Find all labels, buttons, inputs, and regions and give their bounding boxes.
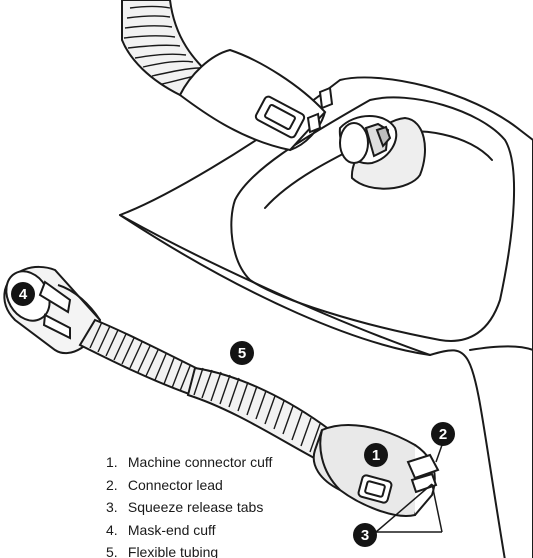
svg-text:2: 2 (439, 426, 447, 443)
machine-outlet-port (338, 115, 426, 190)
callout-badge-1: 1 (364, 443, 388, 467)
svg-text:5: 5 (238, 345, 246, 362)
svg-text:4: 4 (19, 286, 28, 303)
svg-text:1: 1 (372, 447, 380, 464)
callout-leader-lines (375, 444, 443, 533)
legend-item: 2. Connector lead (106, 474, 272, 497)
callout-badge-5: 5 (230, 341, 254, 365)
legend-item-number: 3. (106, 499, 118, 516)
legend-item: 4. Mask-end cuff (106, 519, 272, 542)
parts-legend: 1. Machine connector cuff 2. Connector l… (106, 451, 272, 558)
legend-item-number: 4. (106, 521, 118, 538)
svg-text:3: 3 (361, 527, 369, 544)
legend-item: 1. Machine connector cuff (106, 451, 272, 474)
connector-lead (406, 453, 440, 494)
legend-item-number: 1. (106, 454, 118, 470)
legend-item-text: Machine connector cuff (127, 454, 273, 470)
callout-badge-4: 4 (11, 282, 35, 306)
legend-item-text: Mask-end cuff (127, 521, 216, 538)
legend-item-number: 5. (106, 544, 118, 558)
legend-item-text: Connector lead (127, 476, 223, 493)
flexible-tubing-segment-b (186, 366, 332, 462)
cpap-machine (119, 76, 533, 558)
legend-item-text: Flexible tubing (127, 544, 219, 558)
legend-item-text: Squeeze release tabs (127, 499, 264, 516)
legend-item: 5. Flexible tubing (106, 541, 272, 558)
legend-item-number: 2. (106, 476, 118, 493)
callout-badge-3: 3 (353, 523, 377, 547)
callout-badge-2: 2 (431, 422, 455, 446)
legend-item: 3. Squeeze release tabs (106, 496, 272, 519)
tubing-upper-section (121, 0, 334, 152)
